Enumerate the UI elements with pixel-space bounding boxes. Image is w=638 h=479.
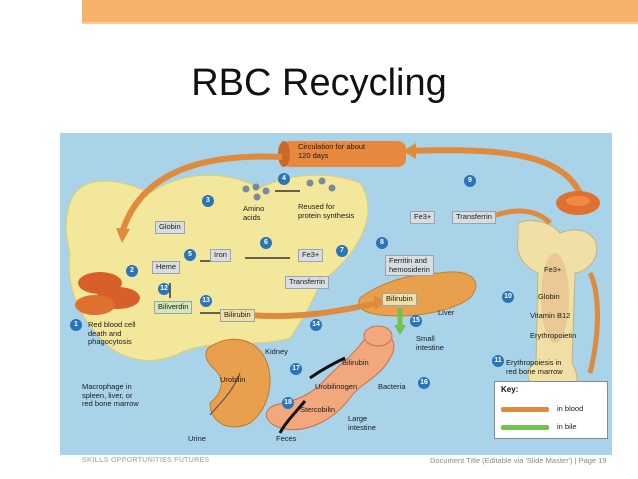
slide-title: RBC Recycling — [191, 62, 447, 104]
step-number: 6 — [260, 237, 272, 249]
step-number: 7 — [336, 245, 348, 257]
fe3-bone-label: Fe3+ — [544, 265, 562, 274]
key-bile-label: in bile — [557, 422, 577, 431]
bilirubin-intestine-label: Bilirubin — [342, 358, 369, 367]
urobilin-label: Urobilin — [220, 375, 246, 384]
bilirubin-liver-label: Bilirubin — [382, 293, 417, 306]
step-number: 5 — [184, 249, 196, 261]
bacteria-label: Bacteria — [378, 382, 406, 391]
key-blood-label: in blood — [557, 404, 584, 413]
liver-label: Liver — [438, 308, 455, 317]
footer-page-info: Document Title (Editable via 'Slide Mast… — [430, 456, 607, 465]
step-number: 12 — [158, 283, 170, 295]
circulation-label: Circulation for about 120 days — [298, 142, 366, 160]
bile-swatch — [501, 425, 549, 430]
key-title: Key: — [501, 385, 519, 394]
step-number: 15 — [410, 315, 422, 327]
step-number: 3 — [202, 195, 214, 207]
urobilinogen-label: Urobilinogen — [315, 382, 358, 391]
small-intestine-label: Small intestine — [416, 334, 444, 352]
step-number: 17 — [290, 363, 302, 375]
step-number: 13 — [200, 295, 212, 307]
macrophage-label: Macrophage in spleen, liver, or red bone… — [82, 382, 139, 408]
urine-label: Urine — [188, 434, 206, 443]
footer-logo: SKILLS OPPORTUNITIES FUTURES — [82, 457, 210, 464]
transferrin-mid-label: Transferrin — [285, 276, 329, 289]
kidney-shape — [205, 338, 271, 428]
ferritin-label: Ferritin and hemosiderin — [385, 255, 434, 276]
step-number: 1 — [70, 319, 82, 331]
key-row-bile: in bile — [501, 422, 601, 432]
amino-acids-label: Amino acids — [243, 204, 265, 222]
stercobilin-label: Stercobilin — [300, 405, 336, 414]
kidney-label: Kidney — [265, 347, 288, 356]
diagram-artwork — [65, 141, 600, 434]
blood-swatch — [501, 407, 549, 412]
key-legend: Key: in blood in bile — [494, 381, 608, 439]
vitamin-label: Vitamin B12 — [530, 311, 571, 320]
erythropoiesis-label: Erythropoiesis in red bone marrow — [506, 358, 563, 376]
circulation-tube — [282, 141, 406, 167]
heme-label: Heme — [152, 261, 181, 274]
erythropoietin-label: Erythropoietin — [530, 331, 577, 340]
step-number: 11 — [492, 355, 504, 367]
step-number: 2 — [126, 265, 138, 277]
rbc-recycling-diagram: Circulation for about 120 days Globin Am… — [60, 133, 612, 455]
step-number: 16 — [418, 377, 430, 389]
key-row-blood: in blood — [501, 404, 601, 414]
biliverdin-label: Biliverdin — [154, 301, 193, 314]
step-number: 10 — [502, 291, 514, 303]
step-number: 9 — [464, 175, 476, 187]
liver-shape — [358, 271, 477, 317]
step-number: 4 — [278, 173, 290, 185]
intestine-shape — [265, 331, 395, 431]
step-number: 14 — [310, 319, 322, 331]
step-number: 8 — [376, 237, 388, 249]
feces-label: Feces — [276, 434, 297, 443]
fe3-top-label: Fe3+ — [410, 211, 436, 224]
fe3-mid-label: Fe3+ — [298, 249, 324, 262]
globin-label: Globin — [155, 221, 185, 234]
rbc-death-label: Red blood cell death and phagocytosis — [88, 320, 136, 346]
globin-bone-label: Globin — [538, 292, 560, 301]
transferrin-top-label: Transferrin — [452, 211, 496, 224]
bilirubin-mac-label: Bilirubin — [220, 309, 255, 322]
large-intestine-label: Large intestine — [348, 414, 376, 432]
iron-label: Iron — [210, 249, 231, 262]
step-number: 18 — [282, 397, 294, 409]
header-bar — [82, 0, 638, 24]
reused-label: Reused for protein synthesis — [298, 202, 355, 220]
